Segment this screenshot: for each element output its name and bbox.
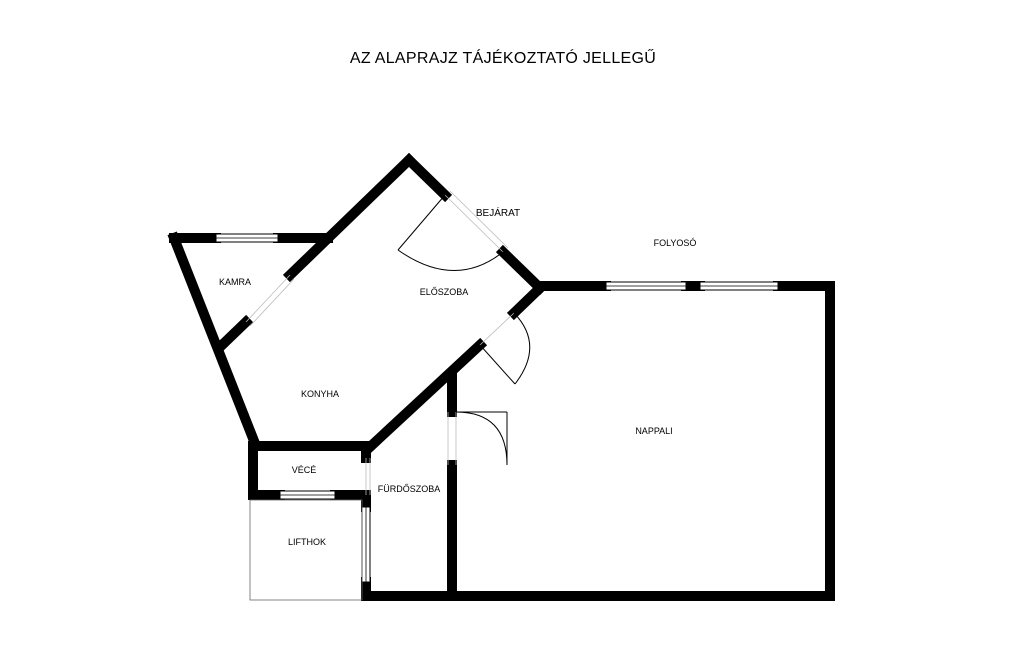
- room-label-konyha: KONYHA: [301, 389, 339, 399]
- wall-hall-northeast-1: [401, 152, 453, 203]
- window-wc: [279, 490, 336, 500]
- room-label-kamra: KAMRA: [219, 277, 251, 287]
- wall-hall-northeast-2: [495, 244, 548, 296]
- entrance-label: BEJÁRAT: [476, 206, 520, 219]
- room-label-lifthok: LIFTHOK: [288, 537, 326, 547]
- openings: [245, 190, 515, 495]
- wall-west-slanted: [167, 231, 263, 453]
- room-label-furdoszoba: FÜRDŐSZOBA: [378, 484, 441, 494]
- room-label-vece: VÉCÉ: [292, 465, 317, 475]
- walls: [167, 152, 835, 601]
- room-label-eloszoba: ELŐSZOBA: [420, 287, 469, 297]
- door-bathroom: [455, 411, 508, 466]
- lift-shaft-outline: [249, 499, 363, 601]
- windows: [215, 233, 779, 583]
- wall-kitchen-east: [363, 337, 488, 454]
- wall-hall-east-1: [506, 280, 548, 321]
- window-living-1: [605, 281, 687, 291]
- window-kamra: [215, 233, 279, 243]
- window-bath: [361, 506, 371, 583]
- wall-hall-northwest: [282, 152, 417, 283]
- room-label-nappali: NAPPALI: [635, 426, 672, 436]
- wall-kamra-divider: [212, 314, 254, 355]
- door-living: [479, 312, 531, 385]
- door-entrance: [397, 194, 504, 271]
- doors: [397, 194, 531, 466]
- plan-title: AZ ALAPRAJZ TÁJÉKOZTATÓ JELLEGŰ: [350, 48, 656, 67]
- window-living-2: [699, 281, 779, 291]
- room-label-folyoso: FOLYOSÓ: [654, 238, 697, 248]
